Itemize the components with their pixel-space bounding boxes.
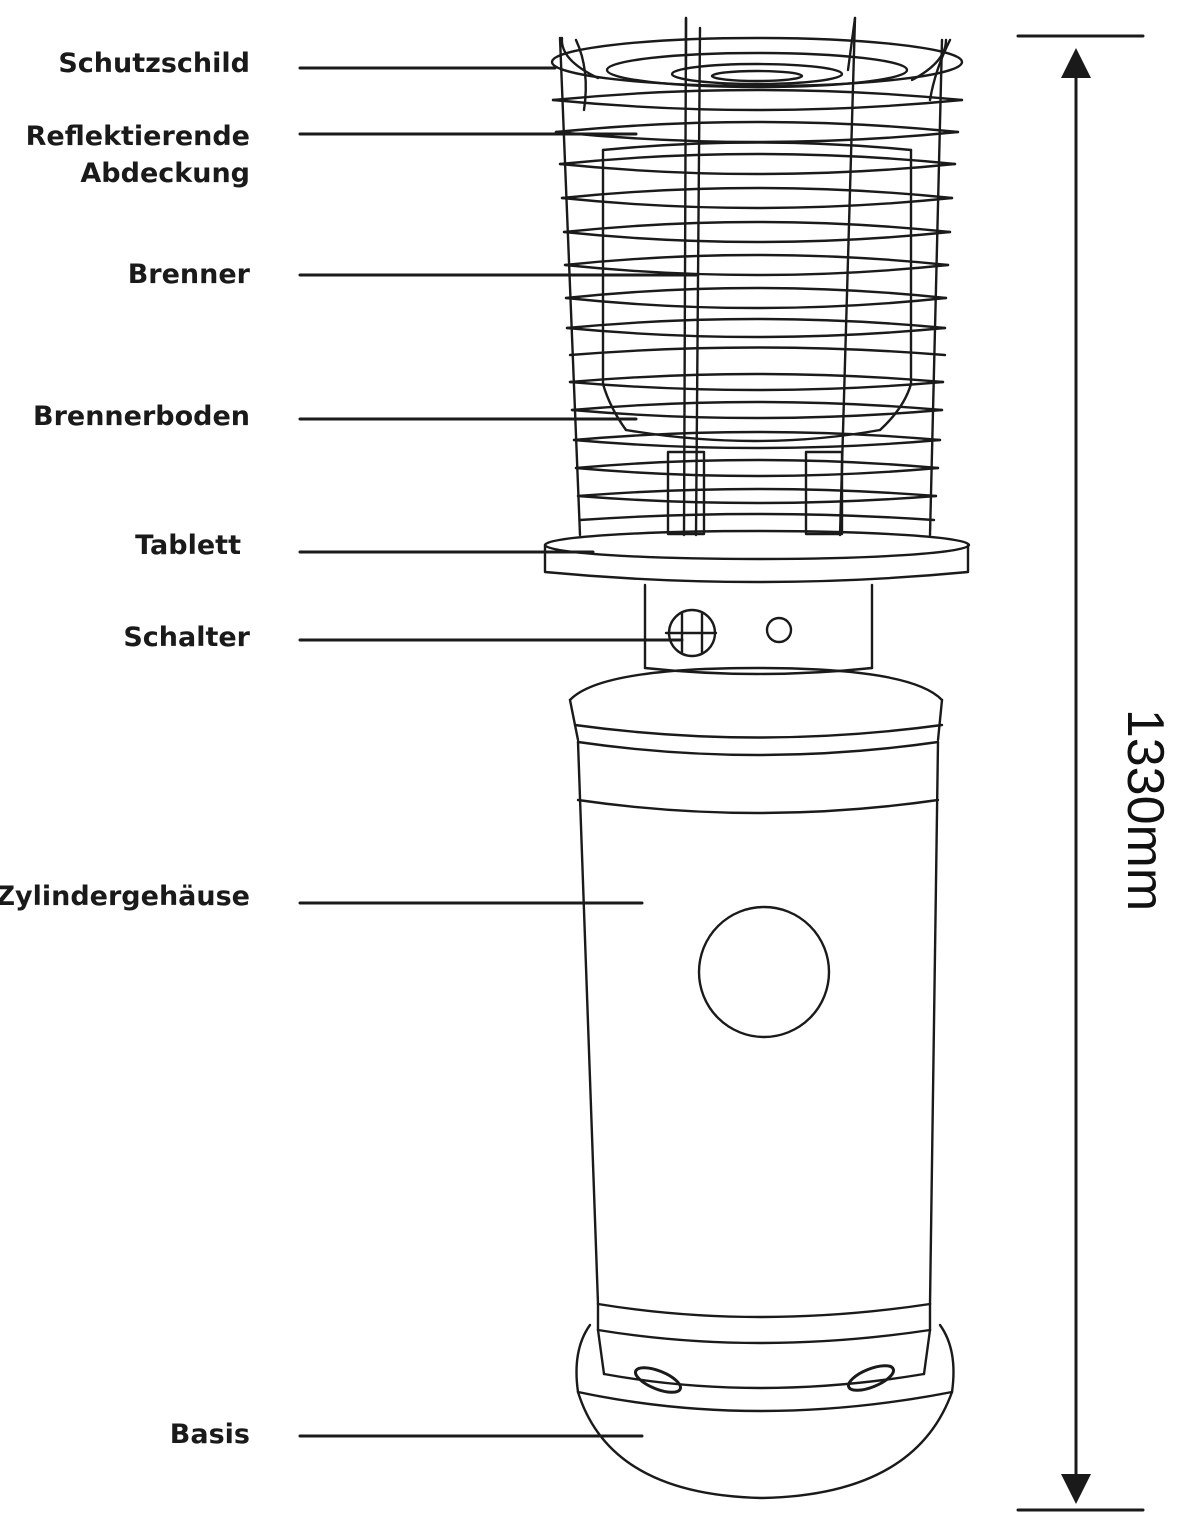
label-brenner: Brenner bbox=[127, 259, 250, 290]
arrow-down-icon bbox=[1061, 1474, 1091, 1504]
label-brennerboden: Brennerboden bbox=[32, 401, 250, 432]
label-reflektierende-abdeckung: Reflektierende Abdeckung bbox=[25, 121, 250, 189]
burner-base-legs bbox=[666, 450, 844, 536]
label-basis: Basis bbox=[169, 1419, 250, 1450]
reflector-and-burner bbox=[601, 141, 913, 443]
switch-housing bbox=[643, 583, 874, 676]
height-dimension-label: 1330mm bbox=[1116, 708, 1174, 912]
dimension-line bbox=[1016, 34, 1145, 1512]
leader-lines bbox=[298, 66, 698, 1438]
protective-cage bbox=[550, 16, 964, 537]
arrow-up-icon bbox=[1061, 48, 1091, 78]
label-schutzschild: Schutzschild bbox=[58, 48, 250, 79]
cylinder-housing bbox=[568, 666, 944, 1306]
tray bbox=[543, 529, 971, 584]
base bbox=[575, 1302, 955, 1500]
label-schalter: Schalter bbox=[123, 622, 250, 653]
label-zylindergehaeuse: Zylindergehäuse bbox=[0, 881, 250, 912]
label-tablett: Tablett bbox=[135, 530, 241, 561]
